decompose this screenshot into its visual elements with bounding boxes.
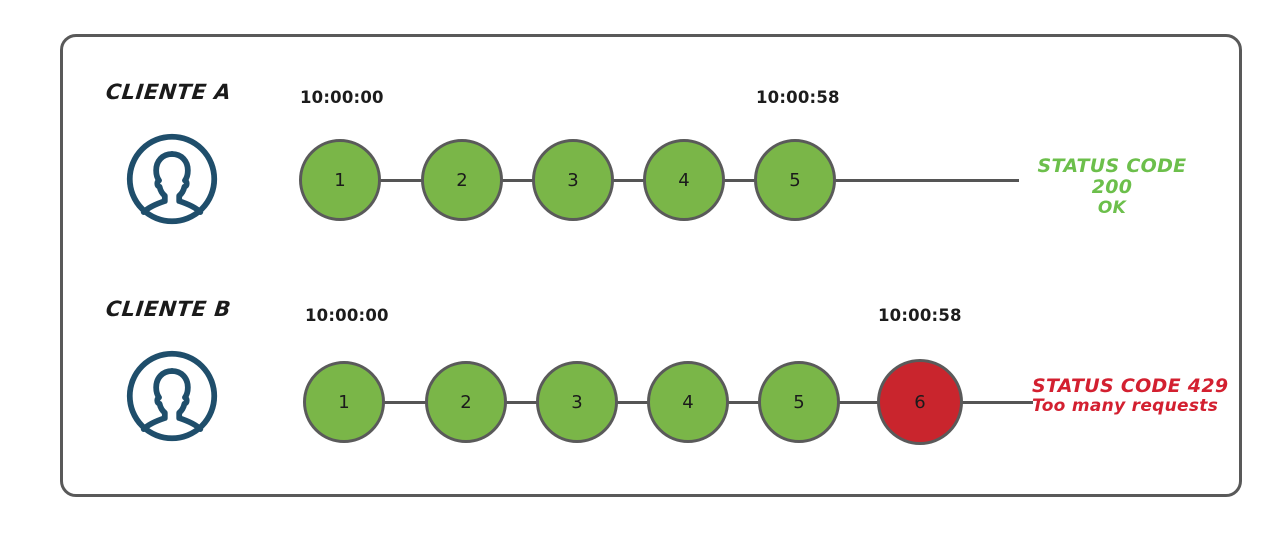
status-code-a: STATUS CODE 200	[1037, 155, 1187, 199]
request-node[interactable]: 1	[303, 361, 385, 443]
request-node[interactable]: 4	[647, 361, 729, 443]
user-avatar-icon	[124, 348, 220, 444]
status-text-b: Too many requests	[1032, 396, 1219, 417]
end-time-b: 10:00:58	[878, 306, 962, 325]
request-node[interactable]: 3	[532, 139, 614, 221]
start-time-a: 10:00:00	[300, 88, 384, 107]
request-node[interactable]: 5	[754, 139, 836, 221]
status-badge-b: STATUS CODE 429 Too many requests	[1032, 375, 1232, 417]
request-node[interactable]: 5	[758, 361, 840, 443]
request-chain-a: 1 2 3 4 5	[299, 138, 1019, 222]
request-node-rejected[interactable]: 6	[877, 359, 963, 445]
request-node[interactable]: 1	[299, 139, 381, 221]
end-time-a: 10:00:58	[756, 88, 840, 107]
user-avatar-icon	[124, 131, 220, 227]
request-node[interactable]: 3	[536, 361, 618, 443]
request-node[interactable]: 2	[425, 361, 507, 443]
client-label-a: CLIENTE A	[104, 80, 233, 104]
request-node[interactable]: 2	[421, 139, 503, 221]
request-chain-b: 1 2 3 4 5 6	[303, 358, 1033, 446]
request-node[interactable]: 4	[643, 139, 725, 221]
start-time-b: 10:00:00	[305, 306, 389, 325]
client-label-b: CLIENTE B	[104, 297, 233, 321]
status-badge-a: STATUS CODE 200 OK	[1026, 155, 1198, 218]
status-text-a: OK	[1097, 197, 1127, 218]
status-code-b: STATUS CODE 429	[1032, 375, 1229, 397]
